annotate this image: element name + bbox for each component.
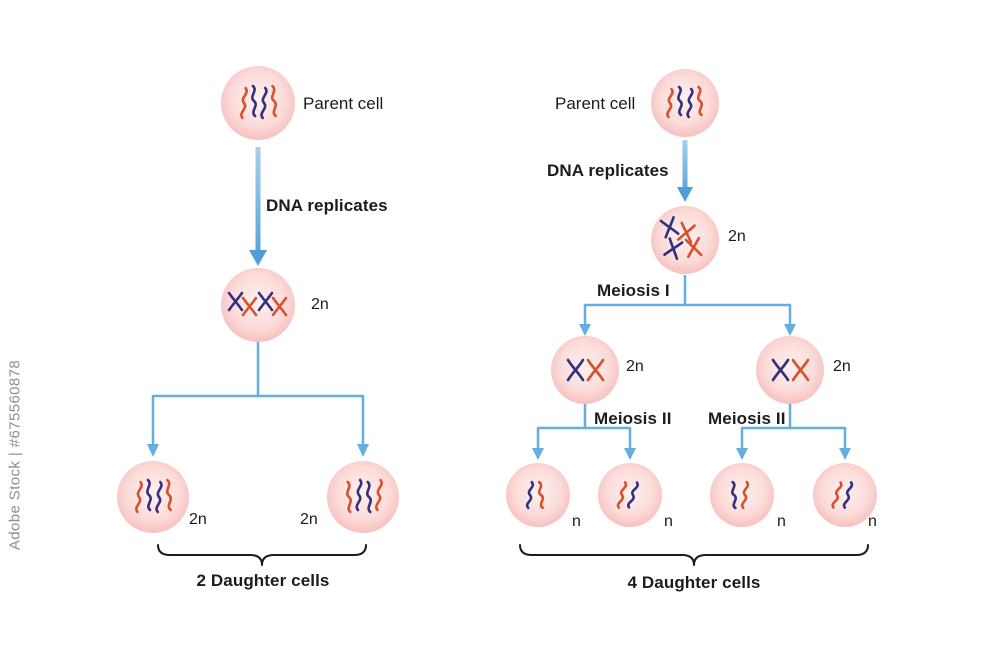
- cell-meiosis-replicated: [651, 206, 719, 274]
- meiosis-replicated-ploidy: 2n: [728, 228, 746, 245]
- mitosis-result-label: 2 Daughter cells: [196, 571, 330, 590]
- meiosis-daughter3-ploidy: n: [777, 513, 786, 530]
- mitosis-replicated-ploidy: 2n: [311, 296, 329, 313]
- stock-watermark-text: Adobe Stock | #675560878: [6, 359, 24, 551]
- cell-mitosis-daughter-2: [327, 461, 399, 533]
- cell-meiosis-intermediate-1: [551, 336, 619, 404]
- mitosis-replication-arrow: [249, 147, 267, 266]
- meiosis-daughter2-ploidy: n: [664, 513, 673, 530]
- meiosis-daughter1-ploidy: n: [572, 513, 581, 530]
- chromosomes-icon: [345, 478, 383, 514]
- meiosis-brace: [519, 544, 869, 566]
- chromosomes-icon: [666, 85, 704, 119]
- chromosomes-icon: [227, 291, 288, 317]
- chromosomes-icon: [525, 480, 545, 510]
- meiosis-parent-label: Parent cell: [555, 94, 636, 113]
- meiosis-division1-label: Meiosis I: [597, 281, 670, 300]
- chromosomes-icon: [659, 216, 703, 261]
- mitosis-parent-label: Parent cell: [303, 94, 384, 113]
- meiosis-replication-arrow: [677, 140, 693, 202]
- meiosis-result-label: 4 Daughter cells: [627, 573, 761, 592]
- cell-mitosis-replicated: [221, 268, 295, 342]
- chromosomes-icon: [566, 358, 605, 382]
- chromosomes-icon: [831, 481, 854, 509]
- chromosomes-icon: [771, 358, 810, 382]
- mitosis-brace: [157, 544, 367, 566]
- cell-mitosis-parent: [221, 66, 295, 140]
- chromosomes-icon: [240, 84, 278, 120]
- mitosis-step1-label: DNA replicates: [266, 196, 388, 215]
- mitosis-daughter2-ploidy: 2n: [300, 511, 318, 528]
- cell-mitosis-daughter-1: [117, 461, 189, 533]
- chromosomes-icon: [135, 478, 173, 514]
- meiosis2-left-branch: [532, 402, 636, 460]
- meiosis-step1-label: DNA replicates: [547, 161, 669, 180]
- cell-meiosis-parent: [651, 69, 719, 137]
- meiosis2-right-branch: [736, 402, 851, 460]
- mitosis-daughter1-ploidy: 2n: [189, 511, 207, 528]
- meiosis-division2-left-label: Meiosis II: [594, 409, 672, 428]
- cell-meiosis-daughter-2: [598, 463, 662, 527]
- chromosomes-icon: [616, 481, 639, 509]
- mitosis-division-branch: [147, 341, 369, 457]
- meiosis1-branch: [579, 274, 796, 336]
- cell-meiosis-daughter-3: [710, 463, 774, 527]
- cell-meiosis-daughter-4: [813, 463, 877, 527]
- meiosis-intermediate2-ploidy: 2n: [833, 358, 851, 375]
- meiosis-division2-right-label: Meiosis II: [708, 409, 786, 428]
- meiosis-intermediate1-ploidy: 2n: [626, 358, 644, 375]
- chromosomes-icon: [731, 480, 750, 510]
- cell-meiosis-intermediate-2: [756, 336, 824, 404]
- meiosis-daughter4-ploidy: n: [868, 513, 877, 530]
- cell-meiosis-daughter-1: [506, 463, 570, 527]
